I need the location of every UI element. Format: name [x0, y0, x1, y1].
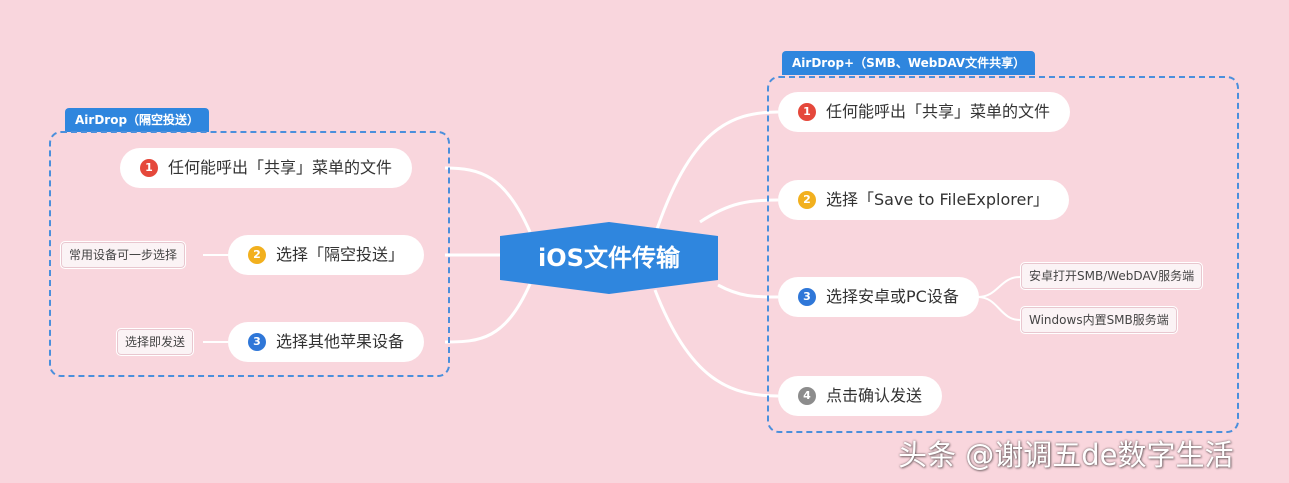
- left-step-1-label: 任何能呼出「共享」菜单的文件: [168, 158, 393, 177]
- number-2-icon: 2: [798, 190, 816, 209]
- number-3-icon: 3: [798, 287, 816, 306]
- number-4-icon: 4: [798, 386, 816, 405]
- right-step-4[interactable]: 4 点击确认发送: [778, 376, 943, 416]
- left-group-box: [49, 131, 450, 377]
- connector-left-1: [444, 166, 532, 233]
- right-step-3-sub-2[interactable]: Windows内置SMB服务端: [1020, 306, 1178, 334]
- left-step-3-note[interactable]: 选择即发送: [116, 328, 195, 356]
- right-step-1-label: 任何能呼出「共享」菜单的文件: [826, 102, 1051, 121]
- left-step-1[interactable]: 1 任何能呼出「共享」菜单的文件: [120, 148, 413, 188]
- right-step-3[interactable]: 3 选择安卓或PC设备: [778, 277, 979, 317]
- right-group-label: AirDrop+（SMB、WebDAV文件共享）: [782, 51, 1036, 75]
- right-step-2-label: 选择「Save to FileExplorer」: [826, 190, 1049, 209]
- connector-sub-2: [977, 296, 1021, 321]
- right-step-1[interactable]: 1 任何能呼出「共享」菜单的文件: [778, 92, 1071, 132]
- connector-right-4: [653, 289, 779, 398]
- number-1-icon: 1: [140, 158, 158, 177]
- left-step-2-label: 选择「隔空投送」: [276, 245, 405, 264]
- connector-right-1: [653, 110, 779, 236]
- right-step-3-label: 选择安卓或PC设备: [826, 287, 959, 306]
- number-3-icon: 3: [248, 332, 266, 351]
- left-group-label: AirDrop（隔空投送）: [65, 108, 210, 132]
- central-topic-label: iOS文件传输: [538, 244, 680, 272]
- number-1-icon: 1: [798, 102, 816, 121]
- left-step-3[interactable]: 3 选择其他苹果设备: [228, 322, 425, 362]
- right-step-2[interactable]: 2 选择「Save to FileExplorer」: [778, 180, 1069, 220]
- connector-left-3: [444, 283, 532, 344]
- watermark: 头条 @谢调五de数字生活: [898, 438, 1234, 472]
- central-topic-shape: [500, 222, 718, 294]
- connector-right-3: [717, 283, 779, 299]
- left-step-3-label: 选择其他苹果设备: [276, 332, 405, 351]
- number-2-icon: 2: [248, 245, 266, 264]
- connector-right-2: [699, 198, 779, 224]
- right-step-4-label: 点击确认发送: [826, 386, 923, 405]
- central-topic[interactable]: iOS文件传输: [500, 222, 718, 294]
- left-step-2-note[interactable]: 常用设备可一步选择: [60, 241, 187, 269]
- left-step-2[interactable]: 2 选择「隔空投送」: [228, 235, 425, 275]
- right-step-3-sub-1[interactable]: 安卓打开SMB/WebDAV服务端: [1020, 262, 1204, 290]
- right-group-box: [767, 76, 1239, 433]
